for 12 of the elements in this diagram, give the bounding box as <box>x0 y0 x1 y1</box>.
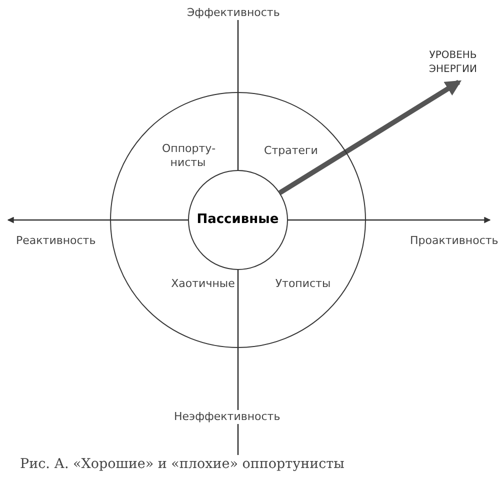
arrow-label: УРОВЕНЬ ЭНЕРГИИ <box>428 49 478 77</box>
quadrant-label: Оппорту-нисты <box>162 142 214 170</box>
axis-label: Эффективность <box>185 6 282 20</box>
quadrant-label: Хаотичные <box>170 277 236 291</box>
quadrant-label: Стратеги <box>263 144 319 158</box>
axis-label: Неэффективность <box>172 410 282 424</box>
outer-circle <box>110 92 366 348</box>
arrow <box>278 80 462 195</box>
node-label: Пассивные <box>196 212 279 228</box>
axis-label: Проактивность <box>408 234 500 248</box>
quadrant-label: Утописты <box>274 277 332 291</box>
caption: Рис. А. «Хорошие» и «плохие» оппортунисты <box>20 456 344 472</box>
